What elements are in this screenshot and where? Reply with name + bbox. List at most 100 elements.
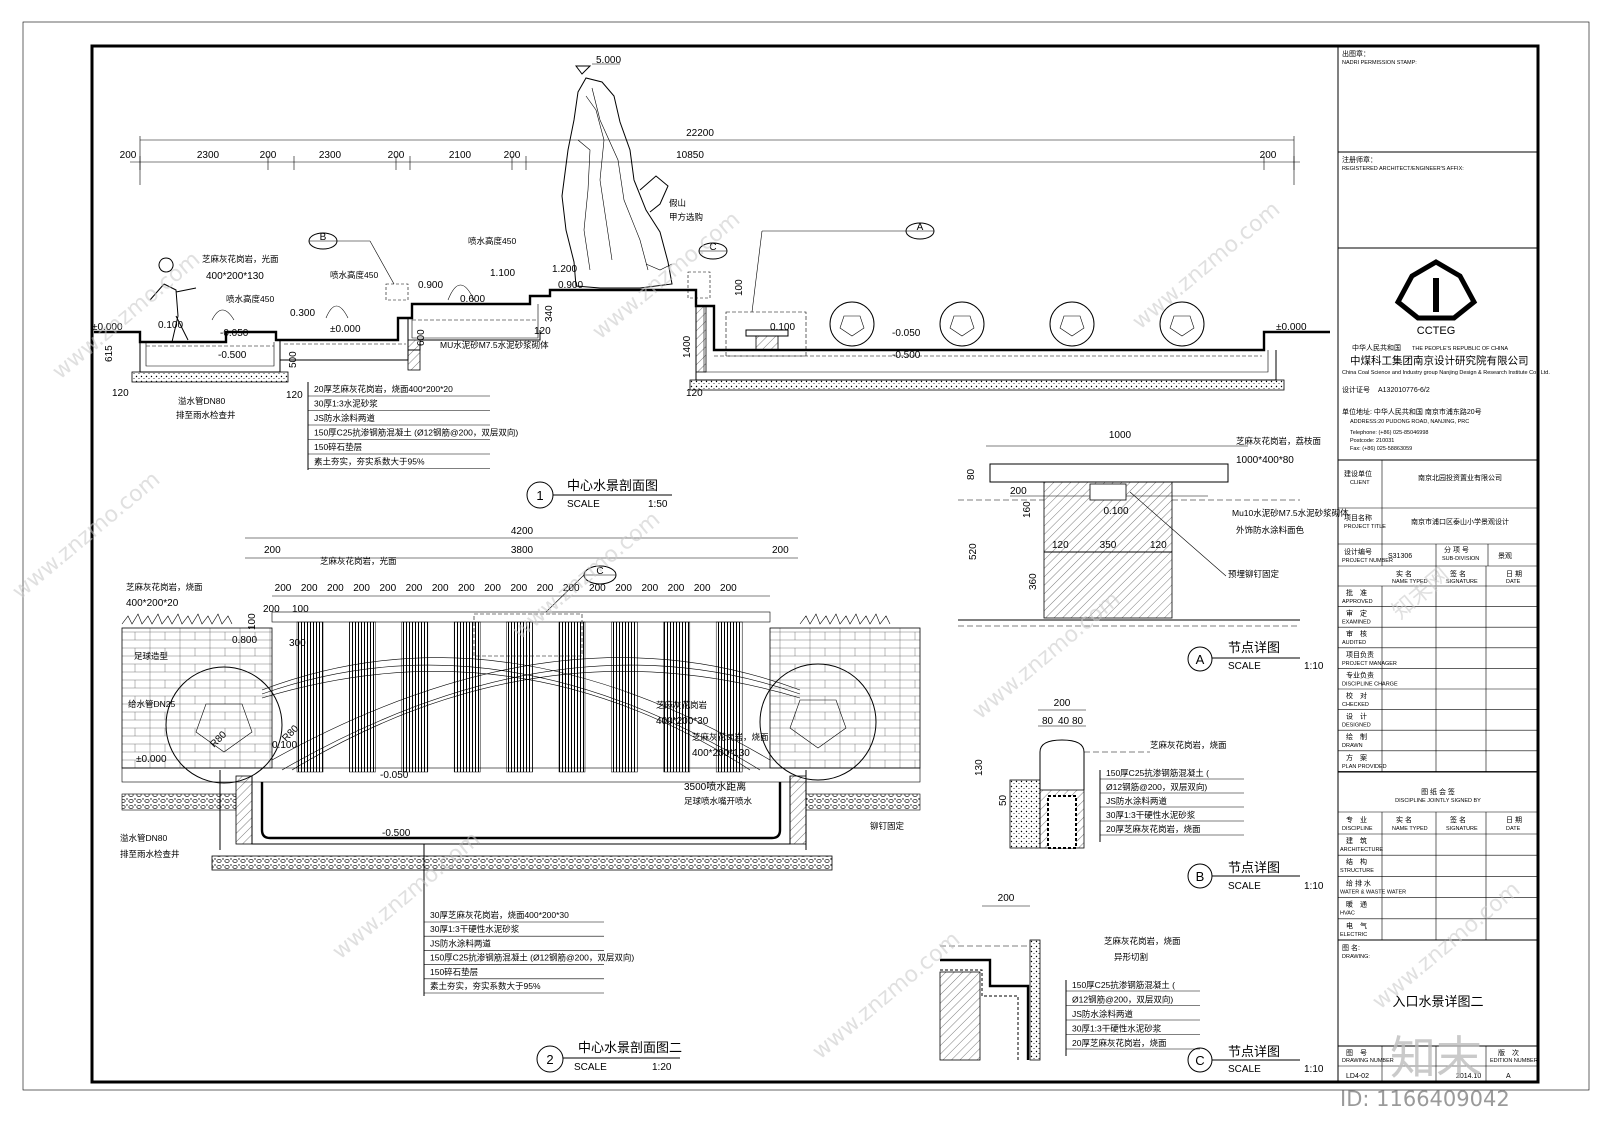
s1-seg-dim: 200 <box>260 150 277 161</box>
dc-title: 节点详图 <box>1228 1044 1280 1059</box>
tb-cert-label: 设计证号 <box>1342 385 1370 394</box>
da-top-slab <box>989 463 1229 483</box>
s2-scale: 1:20 <box>652 1062 672 1073</box>
dim-120a: 120 <box>112 388 129 399</box>
tb-name-en: NAME TYPED <box>1392 579 1428 585</box>
granite-fin <box>506 621 533 773</box>
da-dim-160: 160 <box>1022 501 1033 518</box>
tb-drawing-cn: 图 名: <box>1342 943 1360 952</box>
s2-fin-dim: 200 <box>432 583 449 594</box>
s2-fin1: 芝麻灰花岗岩 <box>656 700 708 710</box>
tb-role-cn: 绘 制 <box>1346 732 1367 741</box>
s2-side-200: 200 <box>263 604 280 615</box>
s1-layer-item: 150碎石垫层 <box>314 442 362 452</box>
tb-fax: Fax: (+86) 025-58863059 <box>1350 446 1412 452</box>
tb-disc-cn-item: 给 排 水 <box>1346 878 1371 887</box>
s2-cap-note: 芝麻灰花岗岩，烧面 <box>126 582 203 592</box>
s2-side-300: 300 <box>289 638 306 649</box>
dc-layer-item: 20厚芝麻灰花岗岩，烧面 <box>1072 1038 1167 1048</box>
tb-project-en: PROJECT TITLE <box>1344 524 1386 530</box>
el-zero-left: ±0.000 <box>92 322 123 333</box>
dim-100: 100 <box>734 279 745 296</box>
wm-site-3: www.znzmo.com <box>1128 197 1285 335</box>
tb-role-cn: 专业负责 <box>1346 670 1374 679</box>
tb-role-cn: 批 准 <box>1346 588 1367 597</box>
s2-el-0100: 0.100 <box>272 740 297 751</box>
outer-frame <box>22 21 1590 1091</box>
granite-fin <box>558 621 586 773</box>
db-dim-200: 200 <box>1054 698 1071 709</box>
s1-layer-list: 20厚芝麻灰花岗岩，烧面400*200*2030厚1:3水泥砂浆JS防水涂料两道… <box>307 382 518 470</box>
s1-seg-dim: 200 <box>1260 150 1277 161</box>
s2-overflow: 溢水管DN80 <box>120 833 168 843</box>
el-zero-mid: ±0.000 <box>330 324 361 335</box>
s2-callout-c: C <box>596 566 603 577</box>
el-1200: 1.200 <box>552 264 577 275</box>
granite-fin <box>349 621 376 773</box>
s2-el-zero: ±0.000 <box>136 754 167 765</box>
tb-role-en: PLAN PROVIDED <box>1342 764 1387 770</box>
tb-disc-en: DISCIPLINE <box>1342 826 1373 832</box>
el-1100: 1.100 <box>490 268 515 279</box>
s1-wall-note: MU水泥砂M7.5水泥砂浆砌体 <box>440 340 549 350</box>
s2-spray: 3500喷水距离 <box>684 780 746 793</box>
section1-profile <box>94 288 1330 352</box>
s2-fin-dim: 200 <box>301 583 318 594</box>
tb-disc-cn-item: 结 构 <box>1346 857 1367 866</box>
s2-fin-dim: 200 <box>510 583 527 594</box>
s1-layer-item: 30厚1:3水泥砂浆 <box>314 399 378 409</box>
tb-client-cn: 建设单位 <box>1344 469 1372 478</box>
dim-600: 600 <box>416 329 427 346</box>
dc-layer-item: 异形切割 <box>1114 952 1148 962</box>
tb-role-en: AUDITED <box>1342 640 1366 646</box>
football-row <box>829 301 1205 347</box>
s1-callout-c: C <box>687 242 728 299</box>
s1-scale: 1:50 <box>648 499 668 510</box>
tb-addr-en: ADDRESS:20 PUDONG ROAD, NANJING, PRC <box>1350 419 1469 425</box>
s1-seg-dim: 200 <box>504 150 521 161</box>
s2-dim-200b: 200 <box>772 545 789 556</box>
s2-spray-sub: 足球喷水嘴开喷水 <box>684 796 753 806</box>
tb-role-en: DESIGNED <box>1342 723 1371 729</box>
s2-el-m0050: -0.050 <box>380 770 409 781</box>
tb-disc-cn-item: 电 气 <box>1346 921 1367 930</box>
s2-ball-note: 足球造型 <box>134 651 169 661</box>
da-dim-120b: 120 <box>1150 540 1167 551</box>
s1-layer-item: 素土夯实，夯实系数大于95% <box>314 457 425 467</box>
tb-dwgno-cn: 图 号 <box>1346 1049 1367 1057</box>
granite-fin <box>611 621 638 773</box>
da-note-2: Mu10水泥砂M7.5水泥砂浆砌体 <box>1232 508 1349 518</box>
el-0100b: 0.100 <box>770 322 795 333</box>
db-layer-item: 30厚1:3干硬性水泥砂浆 <box>1106 810 1196 820</box>
tb-disc-cn: 专 业 <box>1346 815 1367 824</box>
s2-cap-size: 400*200*20 <box>126 598 179 609</box>
tb-date-en-2: DATE <box>1506 826 1521 832</box>
s1-callout-b: B <box>308 232 409 301</box>
db-layer-item: 芝麻灰花岗岩，烧面 <box>1150 740 1227 750</box>
da-block <box>1043 481 1173 619</box>
tb-role-cn: 设 计 <box>1346 712 1367 721</box>
s2-title-number: 2 <box>546 1052 553 1067</box>
tb-role-en: DRAWN <box>1342 743 1363 749</box>
dim-120d: 120 <box>686 388 703 399</box>
tb-role-cn: 项目负责 <box>1346 650 1374 659</box>
da-note-3: 外饰防水涂料面色 <box>1236 525 1305 535</box>
db-dim-40: 40 <box>1058 716 1070 727</box>
da-title-circle <box>1187 646 1213 672</box>
left-football <box>165 666 283 784</box>
tb-joint-en: DISCIPLINE JOINTLY SIGNED BY <box>1395 798 1481 804</box>
tb-stamp-cn: 出图章： <box>1342 49 1370 58</box>
s1-overall-dim: 22200 <box>686 128 714 139</box>
da-letter: A <box>1196 652 1205 667</box>
dim-120b: 120 <box>286 390 303 401</box>
rock-label: 假山 <box>669 198 686 208</box>
tb-sign-en: SIGNATURE <box>1446 579 1478 585</box>
s1-jet1: 喷水高度450 <box>226 294 274 304</box>
s2-top-paving: 芝麻灰花岗岩，光面 <box>320 556 397 566</box>
s1-seg-dim: 2300 <box>319 150 342 161</box>
right-football <box>759 663 877 781</box>
s2-fin2-size: 400*200*130 <box>692 748 750 759</box>
tb-cert-no: A132010776-6/2 <box>1378 387 1430 394</box>
detail-a-drawing: 1000 80 200 600 160 520 120 350 120 360 … <box>958 430 1349 672</box>
